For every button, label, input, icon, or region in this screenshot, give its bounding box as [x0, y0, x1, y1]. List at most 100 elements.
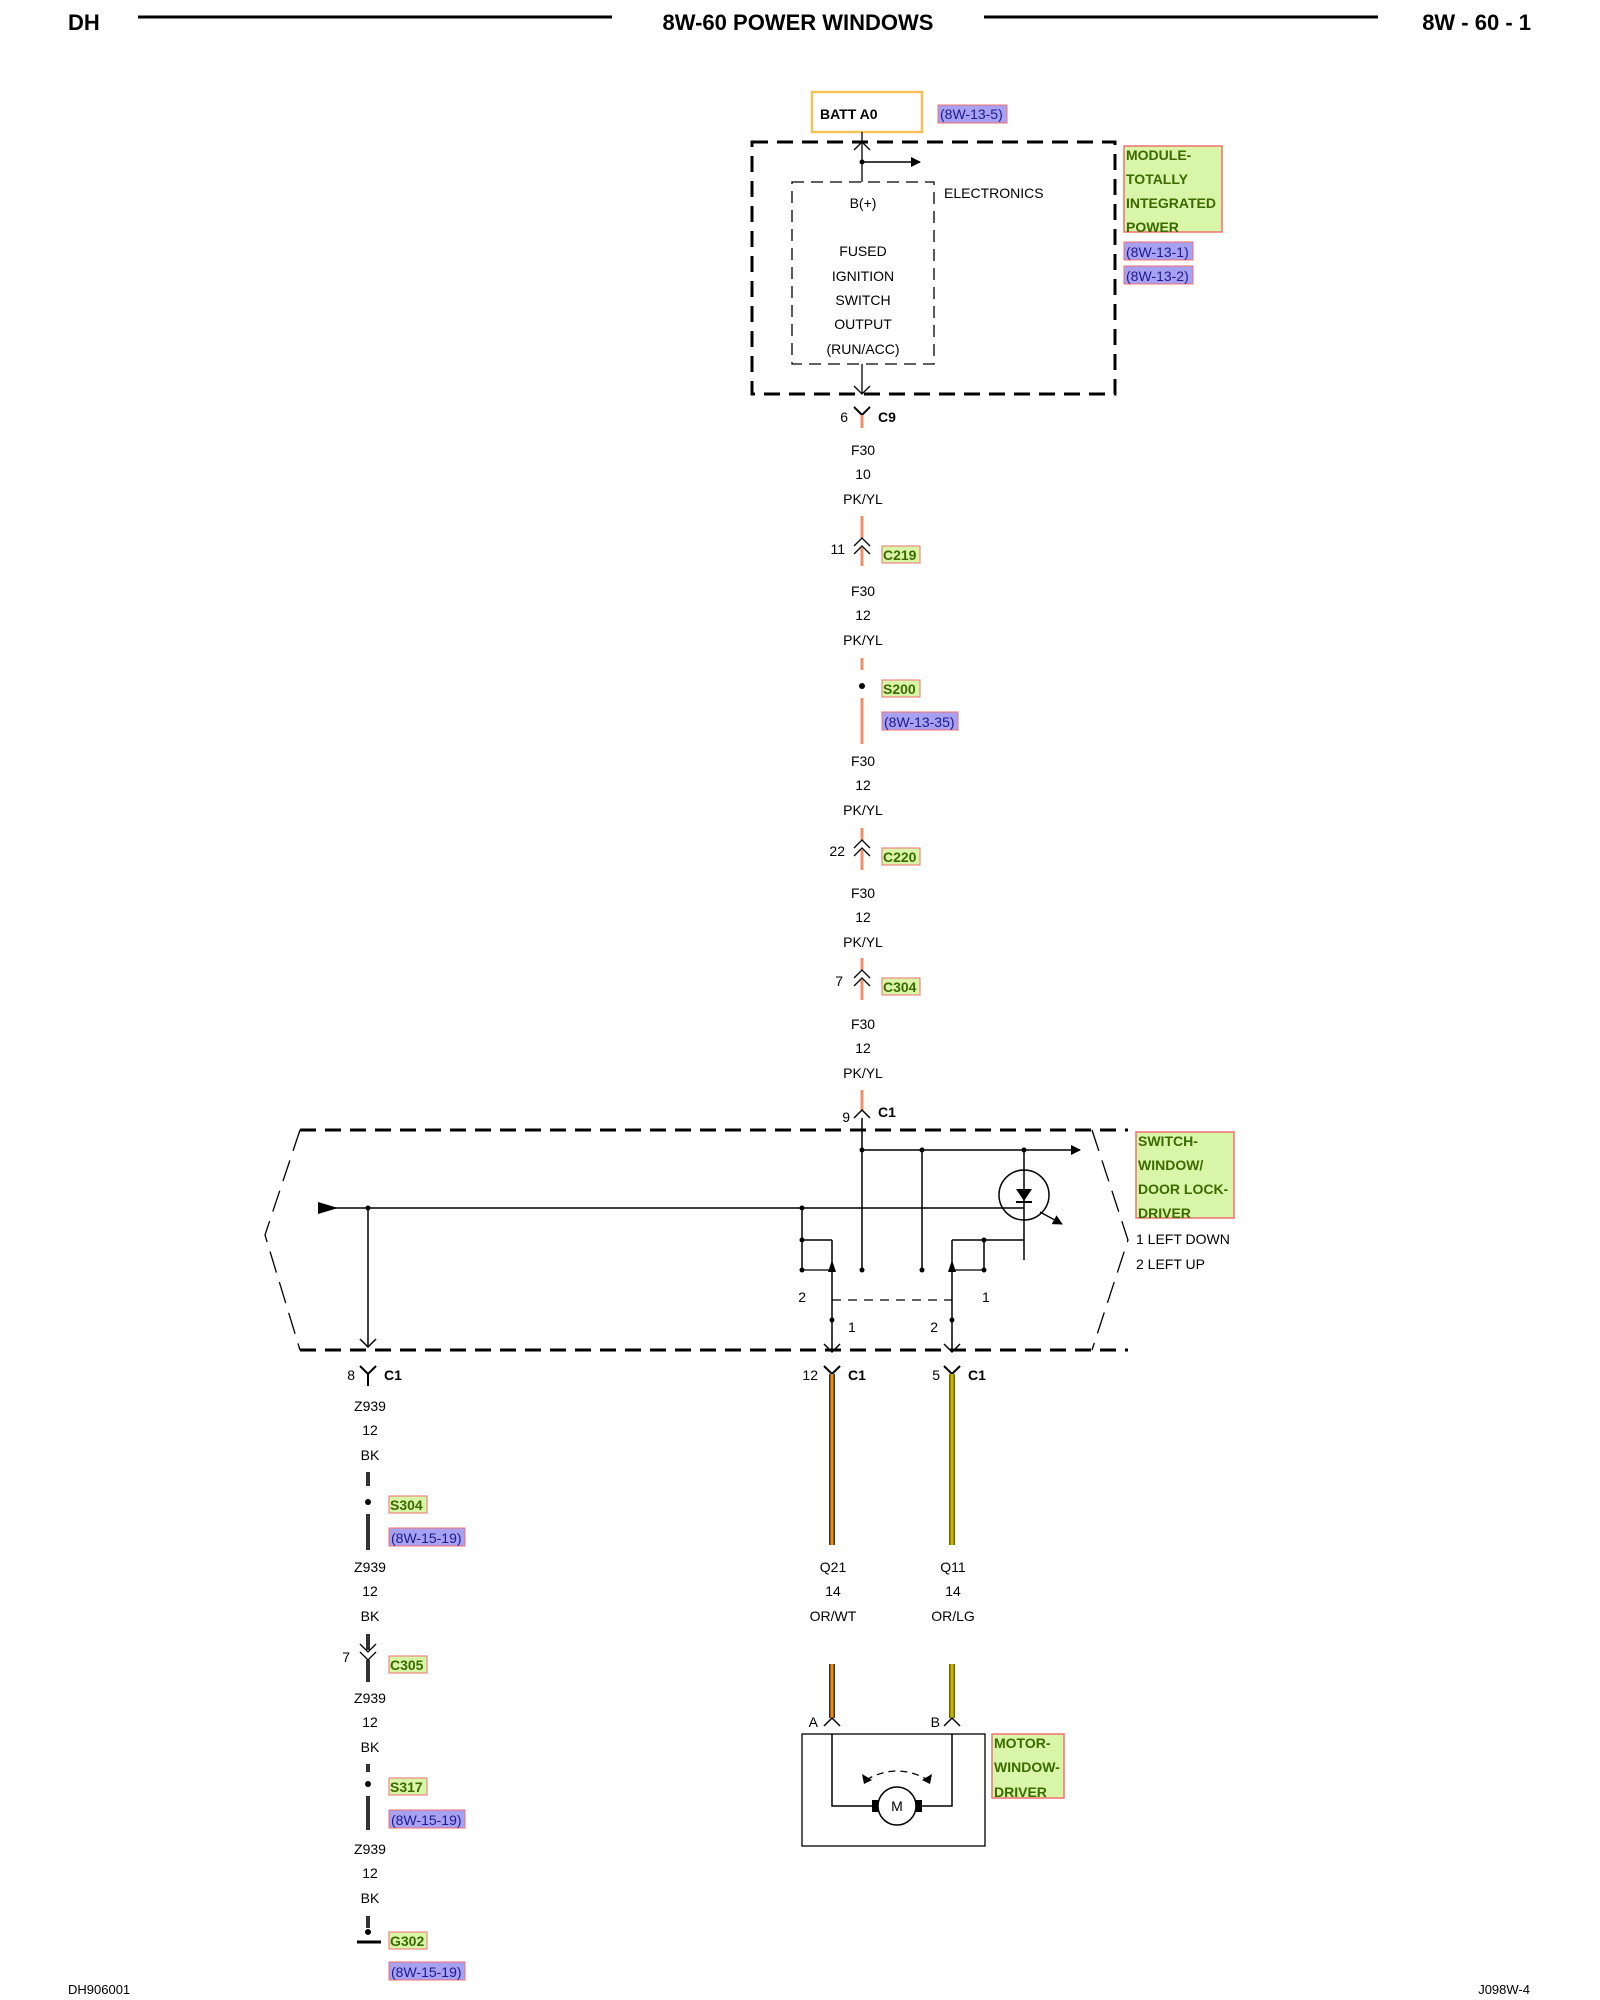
feed-w5-gauge: 12 [855, 1040, 871, 1056]
gnd-w1-circuit: Z939 [354, 1398, 386, 1414]
feed-w1-circuit: F30 [851, 442, 875, 458]
q21-c1-name: C1 [848, 1367, 866, 1383]
page-header: DH 8W-60 POWER WINDOWS 8W - 60 - 1 [68, 10, 1531, 35]
motor-box [801, 1733, 986, 1847]
tipm-module: BATT A0 (8W-13-5) B(+) ELECTRONICS FUSED… [750, 90, 1223, 396]
tipm-name-2: TOTALLY [1126, 171, 1189, 187]
fused-line-5: (RUN/ACC) [826, 341, 899, 357]
switch-pos-right-top: 1 [982, 1289, 990, 1305]
switch-pos-left-bot: 1 [848, 1319, 856, 1335]
feed-w2-color: PK/YL [843, 632, 883, 648]
gnd-w3-circuit: Z939 [354, 1690, 386, 1706]
fused-line-4: OUTPUT [834, 316, 892, 332]
c219-pin: 11 [830, 541, 845, 557]
c220-name: C220 [883, 849, 917, 865]
gnd-w2-circuit: Z939 [354, 1559, 386, 1575]
c220-pin: 22 [829, 843, 845, 859]
q11-c1-pin: 5 [932, 1367, 940, 1383]
c304-name: C304 [883, 979, 917, 995]
b-plus-label: B(+) [850, 195, 877, 211]
c304-pin: 7 [835, 973, 843, 989]
q11-circuit: Q11 [940, 1559, 966, 1575]
feed-w3-gauge: 12 [855, 777, 871, 793]
footer-left: DH906001 [68, 1982, 130, 1997]
s317-ref: (8W-15-19) [391, 1812, 462, 1828]
c9-pin: 6 [840, 409, 848, 425]
q21-circuit: Q21 [820, 1559, 847, 1575]
gnd-w4-gauge: 12 [362, 1865, 378, 1881]
switch-name-4: DRIVER [1138, 1205, 1191, 1221]
switch-pos-left-top: 2 [798, 1289, 806, 1305]
motor-name-1: MOTOR- [994, 1735, 1051, 1751]
gnd-w2-gauge: 12 [362, 1583, 378, 1599]
batt-ref: (8W-13-5) [940, 106, 1003, 122]
tipm-name-4: POWER [1126, 219, 1179, 235]
gnd-w2-color: BK [361, 1608, 380, 1624]
tipm-ref-2: (8W-13-2) [1126, 268, 1189, 284]
feed-w5-circuit: F30 [851, 1016, 875, 1032]
gnd-w3-color: BK [361, 1739, 380, 1755]
feed-w4-gauge: 12 [855, 909, 871, 925]
motor-name-2: WINDOW- [994, 1759, 1060, 1775]
switch-name-3: DOOR LOCK- [1138, 1181, 1229, 1197]
c1-gnd-pin: 8 [347, 1367, 355, 1383]
gnd-w1-gauge: 12 [362, 1422, 378, 1438]
tipm-name-1: MODULE- [1126, 147, 1192, 163]
c219-name: C219 [883, 547, 917, 563]
tipm-ref-1: (8W-13-1) [1126, 244, 1189, 260]
footer-right: J098W-4 [1478, 1982, 1530, 1997]
feed-w3-color: PK/YL [843, 802, 883, 818]
feed-w1-color: PK/YL [843, 491, 883, 507]
tipm-name-3: INTEGRATED [1126, 195, 1216, 211]
tipm-name-bg [1123, 145, 1223, 233]
ground-circuit: 8 C1 Z939 12 BK S304 (8W-15-19) Z939 12 … [342, 1365, 466, 1981]
gnd-w4-color: BK [361, 1890, 380, 1906]
switch-legend-2: 2 LEFT UP [1136, 1256, 1205, 1272]
feed-w5-color: PK/YL [843, 1065, 883, 1081]
c1-feed-name: C1 [878, 1104, 896, 1120]
switch-pos-right-bot: 2 [930, 1319, 938, 1335]
g302-ref: (8W-15-19) [391, 1964, 462, 1980]
motor-pin-b: B [931, 1714, 940, 1730]
q21-gauge: 14 [825, 1583, 841, 1599]
header-left: DH [68, 10, 100, 35]
batt-box [810, 90, 924, 134]
window-motor: A B M MOTOR- WINDOW- DRIVER [801, 1714, 1065, 1847]
electronics-label: ELECTRONICS [944, 185, 1044, 201]
fused-line-3: SWITCH [835, 292, 890, 308]
q11-c1-name: C1 [968, 1367, 986, 1383]
feed-w2-circuit: F30 [851, 583, 875, 599]
feed-w2-gauge: 12 [855, 607, 871, 623]
s304-name: S304 [390, 1497, 423, 1513]
motor-name-3: DRIVER [994, 1784, 1047, 1800]
header-right: 8W - 60 - 1 [1422, 10, 1531, 35]
batt-ref-bg [937, 104, 1008, 124]
q11-gauge: 14 [945, 1583, 961, 1599]
fused-line-1: FUSED [839, 243, 886, 259]
motor-symbol: M [891, 1798, 903, 1814]
driver-window-switch: 2 1 1 2 SWITCH- WINDOW/ DOOR LOCK- DRIVE… [264, 1118, 1235, 1354]
motor-pin-a: A [809, 1714, 819, 1730]
q21-c1-pin: 12 [802, 1367, 818, 1383]
s317-name: S317 [390, 1779, 423, 1795]
batt-label: BATT A0 [820, 106, 878, 122]
motor-icon [877, 1786, 917, 1826]
s200-ref: (8W-13-35) [884, 714, 955, 730]
switch-name-2: WINDOW/ [1138, 1157, 1203, 1173]
s200-splice [859, 683, 865, 689]
feed-w1-gauge: 10 [855, 466, 871, 482]
header-title: 8W-60 POWER WINDOWS [663, 10, 934, 35]
switch-name-1: SWITCH- [1138, 1133, 1198, 1149]
c1-feed-pin: 9 [842, 1109, 850, 1125]
tipm-dashed-outline [750, 140, 1117, 396]
q21-color: OR/WT [810, 1608, 857, 1624]
c1-gnd-name: C1 [384, 1367, 402, 1383]
g302-name: G302 [390, 1933, 424, 1949]
s304-ref: (8W-15-19) [391, 1530, 462, 1546]
c9-name: C9 [878, 409, 896, 425]
feed-circuit: 6 C9 F30 10 PK/YL 11 C219 F30 12 PK/YL S… [829, 406, 959, 1125]
gnd-w4-circuit: Z939 [354, 1841, 386, 1857]
c305-pin: 7 [342, 1649, 350, 1665]
feed-w3-circuit: F30 [851, 753, 875, 769]
